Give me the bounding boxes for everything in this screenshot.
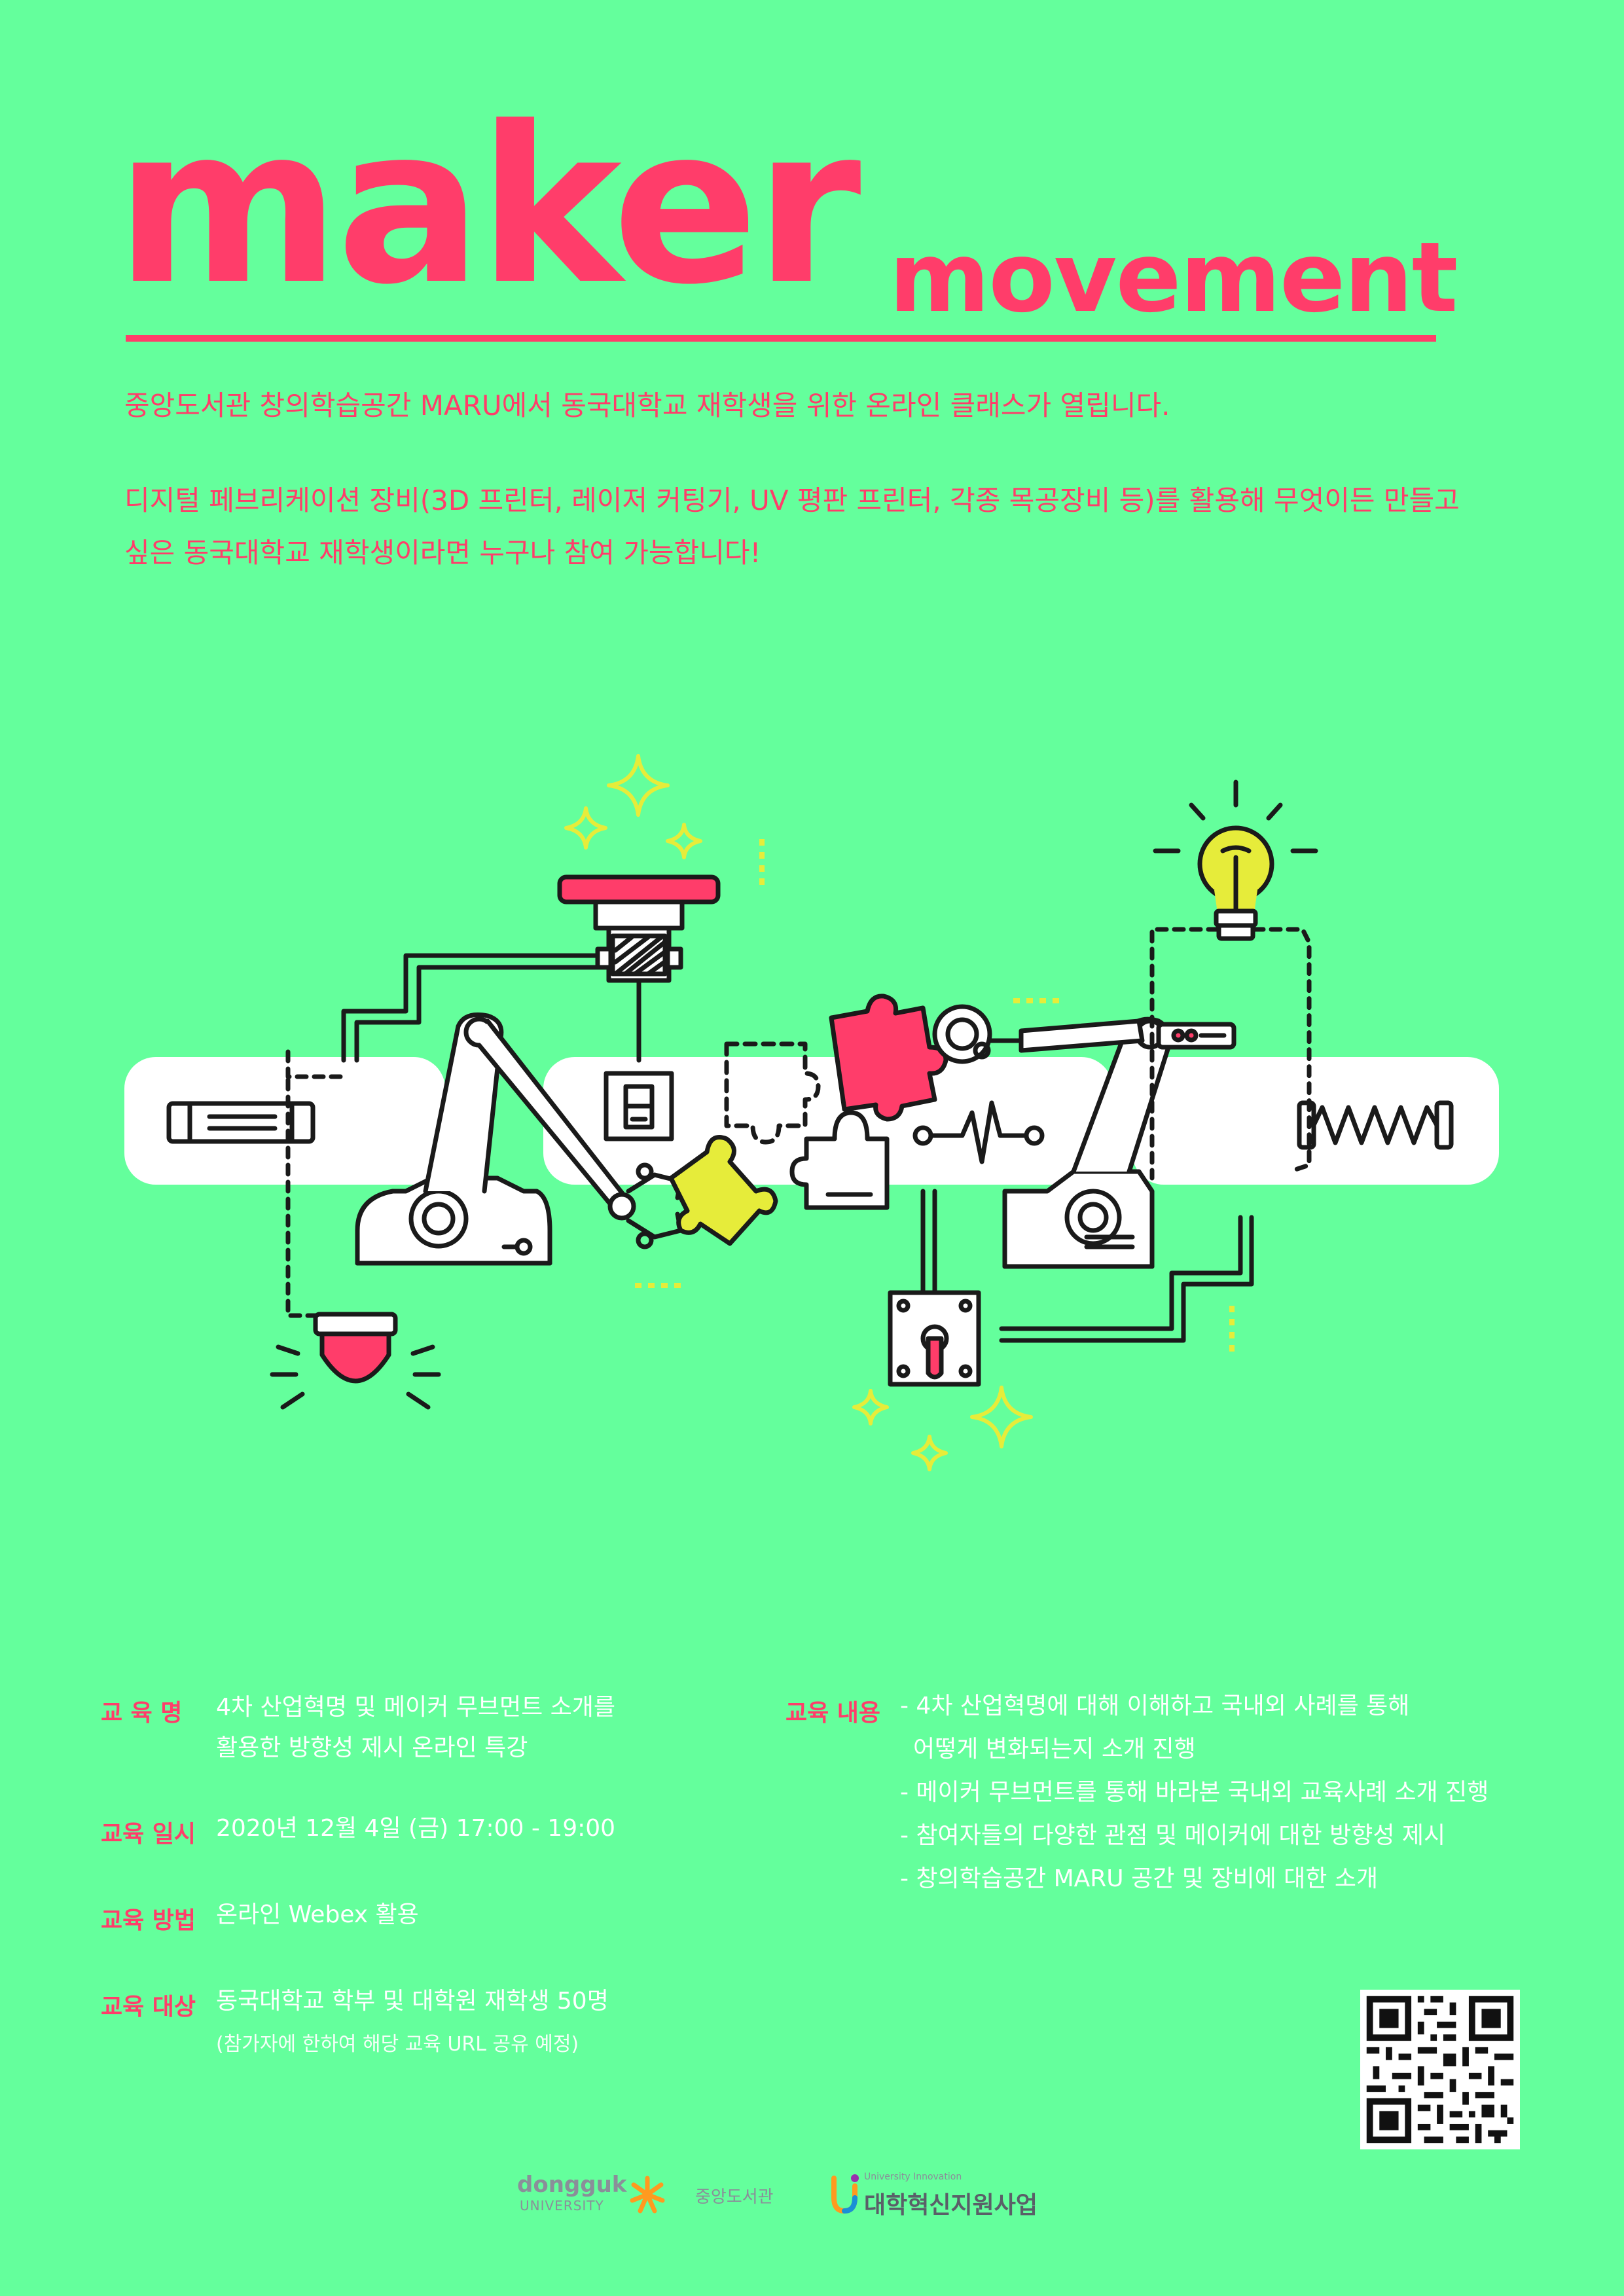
intro-line-1: 중앙도서관 창의학습공간 MARU에서 동국대학교 재학생을 위한 온라인 클래… xyxy=(124,389,1170,422)
innovation-u-icon xyxy=(831,2174,859,2214)
course-method-value: 온라인 Webex 활용 xyxy=(216,1901,419,1928)
course-date-label: 교육 일시 xyxy=(101,1821,196,1848)
central-library-label: 중앙도서관 xyxy=(695,2187,774,2207)
dongguk-wordmark: dongguk xyxy=(517,2172,627,2198)
innovation-small-label: University Innovation xyxy=(864,2172,962,2182)
dongguk-university-logo: dongguk UNIVERSITY 중앙도서관 xyxy=(517,2172,805,2224)
course-content-line-3: - 메이커 무브먼트를 통해 바라본 국내외 교육사례 소개 진행 xyxy=(900,1779,1489,1806)
course-content-line-4: - 참여자들의 다양한 관점 및 메이커에 대한 방향성 제시 xyxy=(900,1822,1446,1849)
intro-paragraph: 디지털 페브리케이션 장비(3D 프린터, 레이저 커팅기, UV 평판 프린터… xyxy=(124,475,1512,579)
puzzle-red-icon xyxy=(829,994,948,1122)
title-movement: movement xyxy=(889,221,1458,334)
course-content-label: 교육 내용 xyxy=(785,1700,881,1727)
puzzle-yellow-icon xyxy=(668,1135,778,1246)
course-content-line-1: - 4차 산업혁명에 대해 이해하고 국내외 사례를 통해 xyxy=(900,1693,1410,1719)
press-machine-icon xyxy=(557,874,721,1063)
puzzle-white-icon xyxy=(789,1110,890,1210)
robot-arm-left-icon xyxy=(355,1012,683,1266)
siren-lamp-icon xyxy=(270,1312,441,1410)
course-name-line-2: 활용한 방향성 제시 온라인 특강 xyxy=(216,1734,528,1761)
robot-arm-right-icon xyxy=(932,1004,1236,1269)
course-target-value: 동국대학교 학부 및 대학원 재학생 50명 xyxy=(216,1988,609,2015)
maker-machine-illustration xyxy=(124,754,1499,1471)
heartbeat-line-icon xyxy=(912,1100,1045,1164)
course-target-label: 교육 대상 xyxy=(101,1994,196,2020)
course-name-value: 4차 산업혁명 및 메이커 무브먼트 소개를 활용한 방향성 제시 온라인 특강 xyxy=(216,1687,615,1768)
belt-middle xyxy=(543,1057,1113,1185)
university-wordmark: UNIVERSITY xyxy=(520,2198,604,2214)
lever-switch-icon xyxy=(888,1189,981,1387)
course-content-line-2: 어떻게 변화되는지 소개 진행 xyxy=(913,1736,1196,1763)
title-maker: maker xyxy=(115,81,861,332)
fuse-icon xyxy=(166,1101,316,1144)
dot-accents xyxy=(635,839,1235,1352)
qr-code[interactable] xyxy=(1360,1990,1520,2149)
intro-line-2b: 싶은 동국대학교 재학생이라면 누구나 참여 가능합니다! xyxy=(124,536,761,569)
light-bulb-icon xyxy=(1153,780,1318,941)
sparkle-icons xyxy=(564,754,1033,1471)
course-content-list: - 4차 산업혁명에 대해 이해하고 국내외 사례를 통해 어떻게 변화되는지 … xyxy=(900,1685,1489,1901)
course-date-value: 2020년 12월 4일 (금) 17:00 - 19:00 xyxy=(216,1815,616,1842)
puzzle-dashed-icon xyxy=(724,1041,821,1145)
course-target-note: (참가자에 한하여 해당 교육 URL 공유 예정) xyxy=(216,2033,579,2056)
intro-line-2a: 디지털 페브리케이션 장비(3D 프린터, 레이저 커팅기, UV 평판 프린터… xyxy=(124,484,1460,516)
course-name-line-1: 4차 산업혁명 및 메이커 무브먼트 소개를 xyxy=(216,1694,616,1721)
title-underline xyxy=(126,335,1436,342)
university-innovation-logo: University Innovation 대학혁신지원사업 xyxy=(830,2166,1092,2225)
course-name-label: 교 육 명 xyxy=(101,1700,183,1727)
course-method-label: 교육 방법 xyxy=(101,1907,196,1934)
toggle-switch-box-icon xyxy=(604,1071,674,1141)
dongguk-lotus-icon xyxy=(630,2176,665,2214)
course-content-line-5: - 창의학습공간 MARU 공간 및 장비에 대한 소개 xyxy=(900,1865,1379,1892)
innovation-program-label: 대학혁신지원사업 xyxy=(864,2192,1038,2219)
